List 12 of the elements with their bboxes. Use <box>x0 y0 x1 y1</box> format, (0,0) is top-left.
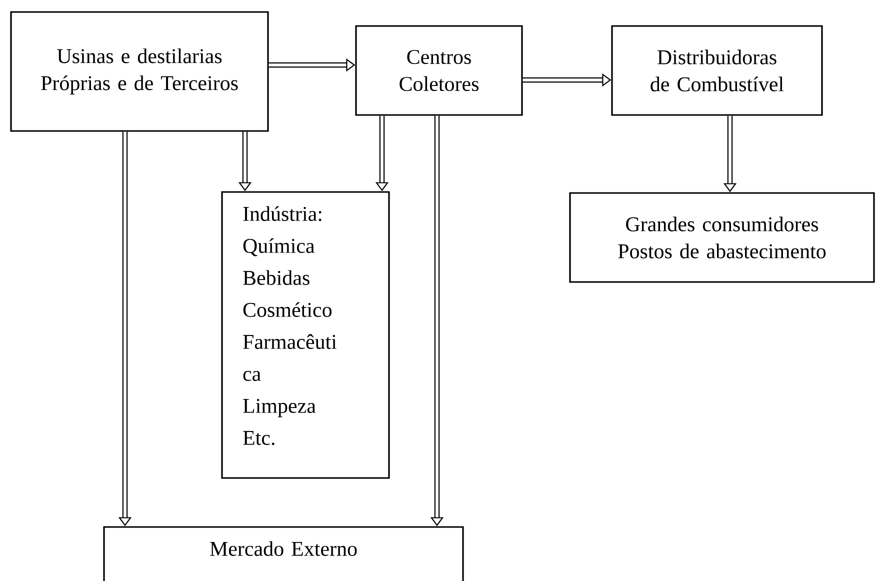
box-text: Indústria: Química Bebidas Cosmético Farmacêuti ca Limpeza Etc. <box>243 206 337 446</box>
box-text: Usinas e destilarias Próprias e de Terceiros <box>41 48 238 95</box>
box-text: Distribuidoras de Combustível <box>650 50 784 92</box>
box-text: Mercado Externo <box>210 541 357 556</box>
box-text: Grandes consumidores Postos de abastecimento <box>618 216 826 258</box>
process-box <box>10 11 269 132</box>
box-text: Centros Coletores <box>400 50 478 92</box>
process-box <box>103 526 464 581</box>
process-box <box>611 25 823 116</box>
process-box <box>221 191 390 479</box>
process-box <box>569 192 875 283</box>
process-box <box>355 25 523 116</box>
